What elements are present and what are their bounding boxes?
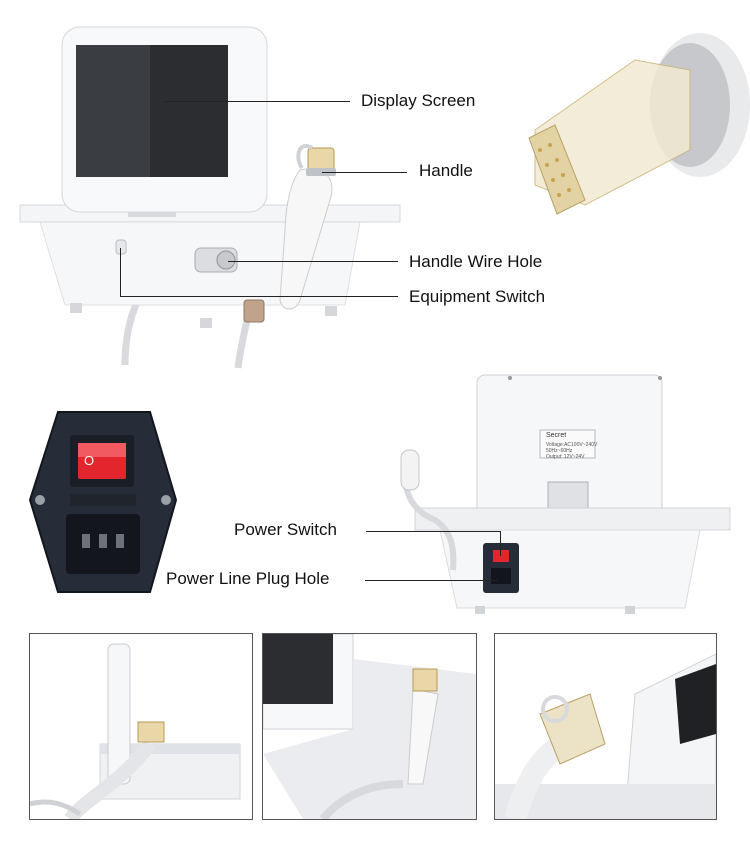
power-switch-leader-v <box>500 531 501 556</box>
equipment-switch-leader-v <box>120 248 121 296</box>
sticker-brand: Secret <box>546 432 567 439</box>
device-front-illustration <box>19 26 401 369</box>
power-line-plug-hole-label: Power Line Plug Hole <box>166 569 330 588</box>
sticker-line3: Output: 12V~24V <box>546 454 585 460</box>
detail-photo-tip-closeup <box>494 633 717 820</box>
handle-leader <box>322 172 407 173</box>
device-back-illustration <box>400 374 731 614</box>
equipment-switch-leader <box>120 296 398 297</box>
power-switch-label: Power Switch <box>234 520 337 539</box>
detail-photo-handle-tip <box>262 633 477 820</box>
display-screen-label: Display Screen <box>361 91 476 110</box>
power-line-plug-hole-leader <box>365 580 498 581</box>
sticker-line2: 50Hz~60Hz <box>546 448 573 454</box>
display-screen-leader <box>165 101 350 102</box>
equipment-switch-button[interactable] <box>115 239 127 255</box>
handle-label: Handle <box>419 161 473 180</box>
equipment-switch-label: Equipment Switch <box>409 287 546 306</box>
detail-photo-side-view <box>29 633 253 820</box>
power-panel-closeup <box>28 411 178 593</box>
handle-wire-hole-label: Handle Wire Hole <box>409 252 543 271</box>
sticker-line1: Voltage:AC100V~240V <box>546 442 598 448</box>
power-switch-leader <box>366 531 500 532</box>
power-switch-off-mark: O <box>84 453 95 468</box>
handle-wire-hole-leader <box>228 261 398 262</box>
handle-tip-closeup <box>528 33 750 215</box>
